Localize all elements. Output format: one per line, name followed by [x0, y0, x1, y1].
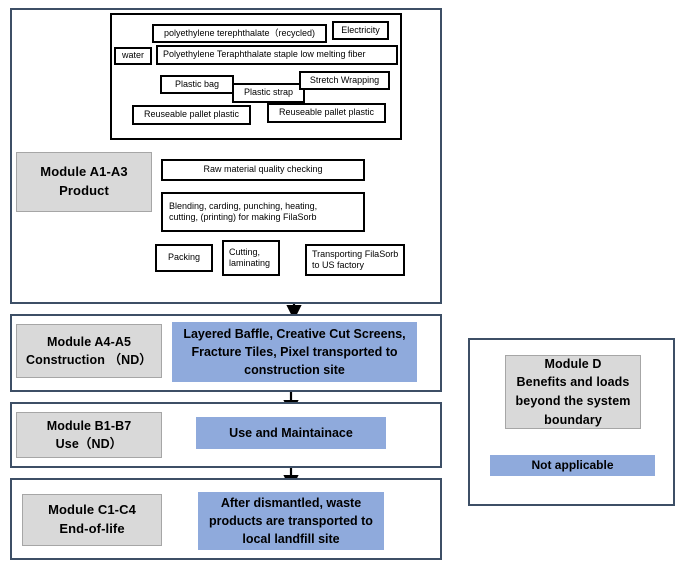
- process-label-transporting-line1: Transporting FilaSorb: [312, 248, 399, 259]
- module-label-d-line2: Benefits and loads: [516, 375, 630, 390]
- material-box-electricity: Electricity: [332, 21, 389, 40]
- material-box-stretch-wrapping: Stretch Wrapping: [299, 71, 390, 90]
- material-box-pet-recycled: polyethylene terephthalate（recycled): [152, 24, 327, 43]
- process-label-blending-line2: cutting, (printing) for making FilaSorb: [169, 212, 317, 222]
- material-box-water: water: [114, 47, 152, 65]
- not-applicable-label: Not applicable: [531, 457, 614, 472]
- process-box-cutting-laminating: Cutting, laminating: [222, 240, 280, 276]
- material-label-reuseable-pallet-plastic-1: Reuseable pallet plastic: [143, 109, 240, 120]
- material-label-water: water: [121, 50, 144, 61]
- process-box-blending: Blending, carding, punching, heating, cu…: [161, 192, 365, 232]
- materials-inventory-box: polyethylene terephthalate（recycled) Ele…: [110, 13, 402, 140]
- module-label-a4-a5-line2: Construction （ND）: [26, 353, 152, 367]
- process-label-transporting-line2: to US factory: [312, 260, 365, 270]
- construction-label-line1: Layered Baffle, Creative Cut Screens,: [183, 326, 406, 341]
- use-label: Use and Maintainace: [229, 425, 353, 440]
- module-label-a1-a3-line2: Product: [59, 183, 109, 198]
- material-box-reuseable-pallet-plastic-2: Reuseable pallet plastic: [267, 103, 386, 123]
- process-box-transporting-filasorb: Transporting FilaSorb to US factory: [305, 244, 405, 276]
- endoflife-label-line1: After dismantled, waste: [220, 495, 362, 510]
- material-label-electricity: Electricity: [341, 24, 380, 35]
- module-label-b1-b7: Module B1-B7 Use（ND）: [16, 412, 162, 458]
- process-box-use-and-maintenance: Use and Maintainace: [196, 417, 386, 449]
- process-box-raw-material-quality-checking: Raw material quality checking: [161, 159, 365, 181]
- module-label-c1-c4-line1: Module C1-C4: [48, 502, 136, 518]
- material-box-pet-staple-fiber: Polyethylene Teraphthalate staple low me…: [156, 45, 398, 65]
- material-label-pet-recycled: polyethylene terephthalate（recycled): [163, 27, 316, 38]
- material-label-plastic-strap: Plastic strap: [243, 87, 294, 98]
- material-label-plastic-bag: Plastic bag: [174, 78, 220, 89]
- endoflife-label-line3: local landfill site: [242, 532, 340, 547]
- module-label-c1-c4-line2: End-of-life: [59, 521, 125, 536]
- material-label-reuseable-pallet-plastic-2: Reuseable pallet plastic: [278, 107, 375, 118]
- process-label-cutting-line2: laminating: [229, 258, 271, 268]
- module-label-a1-a3-line1: Module A1-A3: [40, 164, 128, 180]
- process-box-end-of-life: After dismantled, waste products are tra…: [198, 492, 384, 550]
- module-label-b1-b7-line2: Use（ND）: [55, 437, 123, 451]
- process-label-blending-line1: Blending, carding, punching, heating,: [169, 200, 318, 211]
- module-label-a4-a5: Module A4-A5 Construction （ND）: [16, 324, 162, 378]
- module-label-b1-b7-line1: Module B1-B7: [46, 418, 132, 433]
- module-label-a4-a5-line1: Module A4-A5: [46, 334, 132, 349]
- material-box-plastic-strap: Plastic strap: [232, 83, 305, 103]
- module-label-d-line1: Module D: [544, 356, 602, 371]
- material-box-plastic-bag: Plastic bag: [160, 75, 234, 94]
- process-label-raw-material-quality-checking: Raw material quality checking: [203, 164, 323, 175]
- process-box-construction-transport: Layered Baffle, Creative Cut Screens, Fr…: [172, 322, 417, 382]
- process-label-packing: Packing: [167, 252, 201, 263]
- material-label-pet-staple-fiber: Polyethylene Teraphthalate staple low me…: [163, 49, 366, 60]
- module-label-d: Module D Benefits and loads beyond the s…: [505, 355, 641, 429]
- construction-label-line2: Fracture Tiles, Pixel transported to: [191, 344, 398, 359]
- process-box-not-applicable: Not applicable: [490, 455, 655, 476]
- module-label-c1-c4: Module C1-C4 End-of-life: [22, 494, 162, 546]
- process-label-cutting-line1: Cutting,: [229, 246, 261, 257]
- material-label-stretch-wrapping: Stretch Wrapping: [309, 74, 380, 85]
- module-label-d-line3: beyond the system: [515, 394, 631, 408]
- module-label-a1-a3: Module A1-A3 Product: [16, 152, 152, 212]
- module-label-d-line4: boundary: [544, 412, 602, 427]
- construction-label-line3: construction site: [244, 363, 345, 378]
- endoflife-label-line2: products are transported to: [209, 513, 373, 528]
- material-box-reuseable-pallet-plastic-1: Reuseable pallet plastic: [132, 105, 251, 125]
- process-box-packing: Packing: [155, 244, 213, 272]
